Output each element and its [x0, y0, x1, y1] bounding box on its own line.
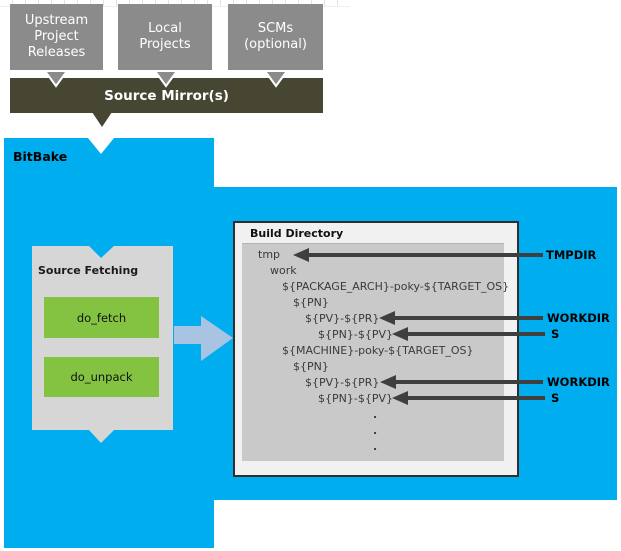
- tree-row-ellipsis: .: [373, 408, 378, 421]
- scms-line: SCMs: [257, 21, 294, 37]
- do-unpack-task: do_unpack: [44, 357, 159, 397]
- source-mirror-bar: Source Mirror(s): [10, 78, 323, 113]
- workdir-label-1: WORKDIR: [547, 311, 610, 325]
- tree-row-machine: ${MACHINE}-poky-${TARGET_OS}: [282, 344, 474, 357]
- local-projects-line: Local: [148, 21, 182, 37]
- upstream-releases-line: Releases: [27, 44, 86, 60]
- tree-row-pn-pv-2: ${PN}-${PV}: [318, 392, 393, 405]
- tree-row-tmp: tmp: [258, 248, 281, 261]
- tree-row-pn-pv: ${PN}-${PV}: [318, 328, 393, 341]
- local-projects-box: Local Projects: [118, 4, 212, 70]
- workdir-label-2: WORKDIR: [547, 375, 610, 389]
- do-fetch-task: do_fetch: [44, 297, 159, 338]
- tree-row-pv-pr: ${PV}-${PR}: [305, 312, 380, 325]
- source-mirror-label: Source Mirror(s): [104, 87, 229, 104]
- scms-line: (optional): [244, 37, 307, 52]
- bitbake-label: BitBake: [13, 149, 68, 164]
- upstream-releases-box: Upstream Project Releases: [10, 4, 103, 70]
- source-fetching-panel: Source Fetching do_fetch do_unpack: [32, 246, 173, 430]
- upstream-releases-line: Project: [34, 29, 79, 45]
- tree-row-work: work: [270, 264, 297, 277]
- build-directory-title: Build Directory: [250, 227, 344, 240]
- tree-row-pn: ${PN}: [293, 296, 329, 309]
- local-projects-line: Projects: [139, 37, 191, 52]
- s-label-1: S: [551, 327, 560, 341]
- flow-arrow: [174, 316, 233, 361]
- tree-row-ellipsis: .: [373, 424, 378, 437]
- tree-row-ellipsis: .: [373, 440, 378, 453]
- scms-box: SCMs (optional): [228, 4, 323, 70]
- source-fetching-title: Source Fetching: [38, 264, 139, 277]
- s-label-2: S: [551, 391, 560, 405]
- tree-row-pv-pr-2: ${PV}-${PR}: [305, 376, 380, 389]
- mirror-tail-pointer: [92, 112, 112, 127]
- upstream-releases-line: Upstream: [24, 13, 89, 29]
- source-fetching-tail-pointer: [88, 429, 115, 443]
- build-directory-panel: Build Directory tmp work ${PACKAGE_ARCH}…: [233, 221, 519, 477]
- tree-row-pn-2: ${PN}: [293, 360, 329, 373]
- tmpdir-label: TMPDIR: [546, 248, 597, 262]
- tree-row-package-arch: ${PACKAGE_ARCH}-poky-${TARGET_OS}: [282, 280, 510, 293]
- directory-tree: tmp work ${PACKAGE_ARCH}-poky-${TARGET_O…: [242, 243, 510, 461]
